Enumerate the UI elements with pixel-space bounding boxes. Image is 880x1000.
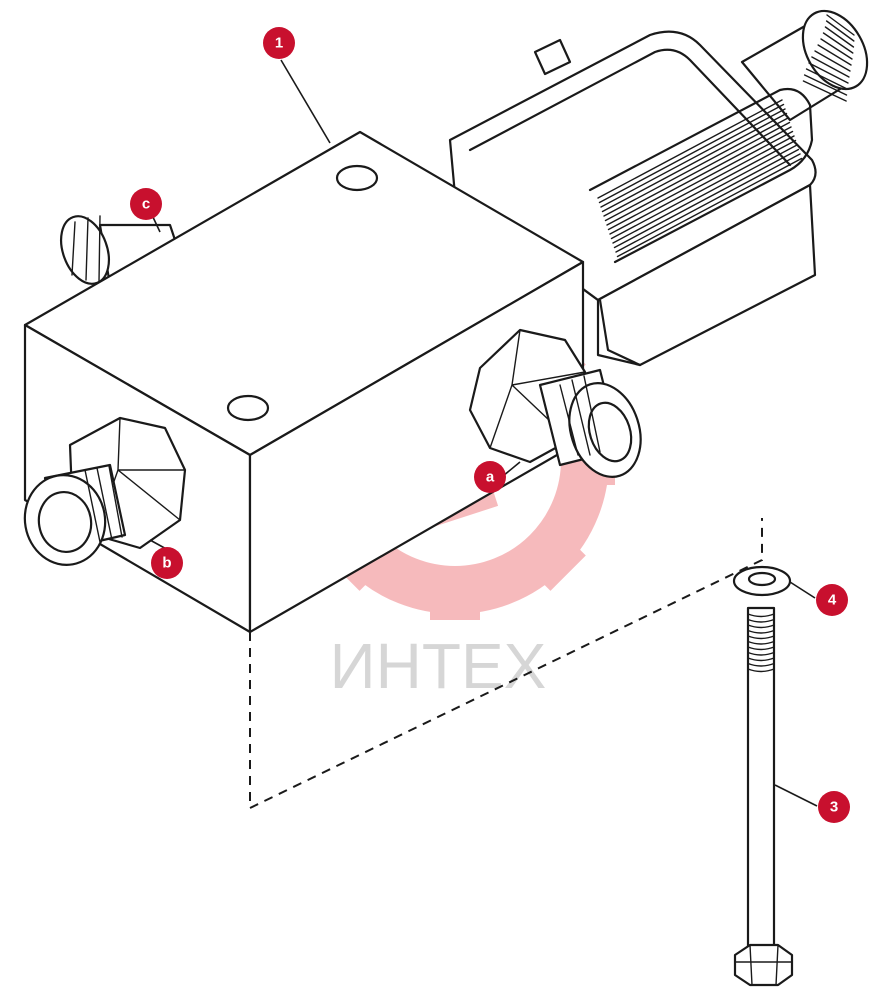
assembly-path: [249, 518, 763, 810]
callout-c: c: [130, 188, 162, 220]
svg-text:1: 1: [275, 35, 283, 52]
svg-text:c: c: [142, 196, 150, 213]
mounting-hole: [226, 394, 270, 422]
callout-1: 1: [263, 27, 295, 59]
svg-text:3: 3: [830, 799, 838, 816]
callout-4: 4: [816, 584, 848, 616]
washer: [732, 565, 792, 597]
bolt: [733, 606, 794, 987]
solenoid-coil: [448, 9, 869, 367]
port-a-fitting: [468, 328, 642, 478]
svg-text:a: a: [486, 469, 495, 486]
watermark-text: ИНТЕХ: [330, 630, 547, 702]
port-b-fitting: [23, 416, 187, 566]
mounting-hole: [335, 164, 379, 192]
callout-a: a: [474, 461, 506, 493]
callout-3: 3: [818, 791, 850, 823]
svg-text:4: 4: [828, 592, 837, 609]
callout-leaders: [149, 59, 818, 807]
svg-text:b: b: [162, 555, 171, 572]
callout-b: b: [151, 547, 183, 579]
